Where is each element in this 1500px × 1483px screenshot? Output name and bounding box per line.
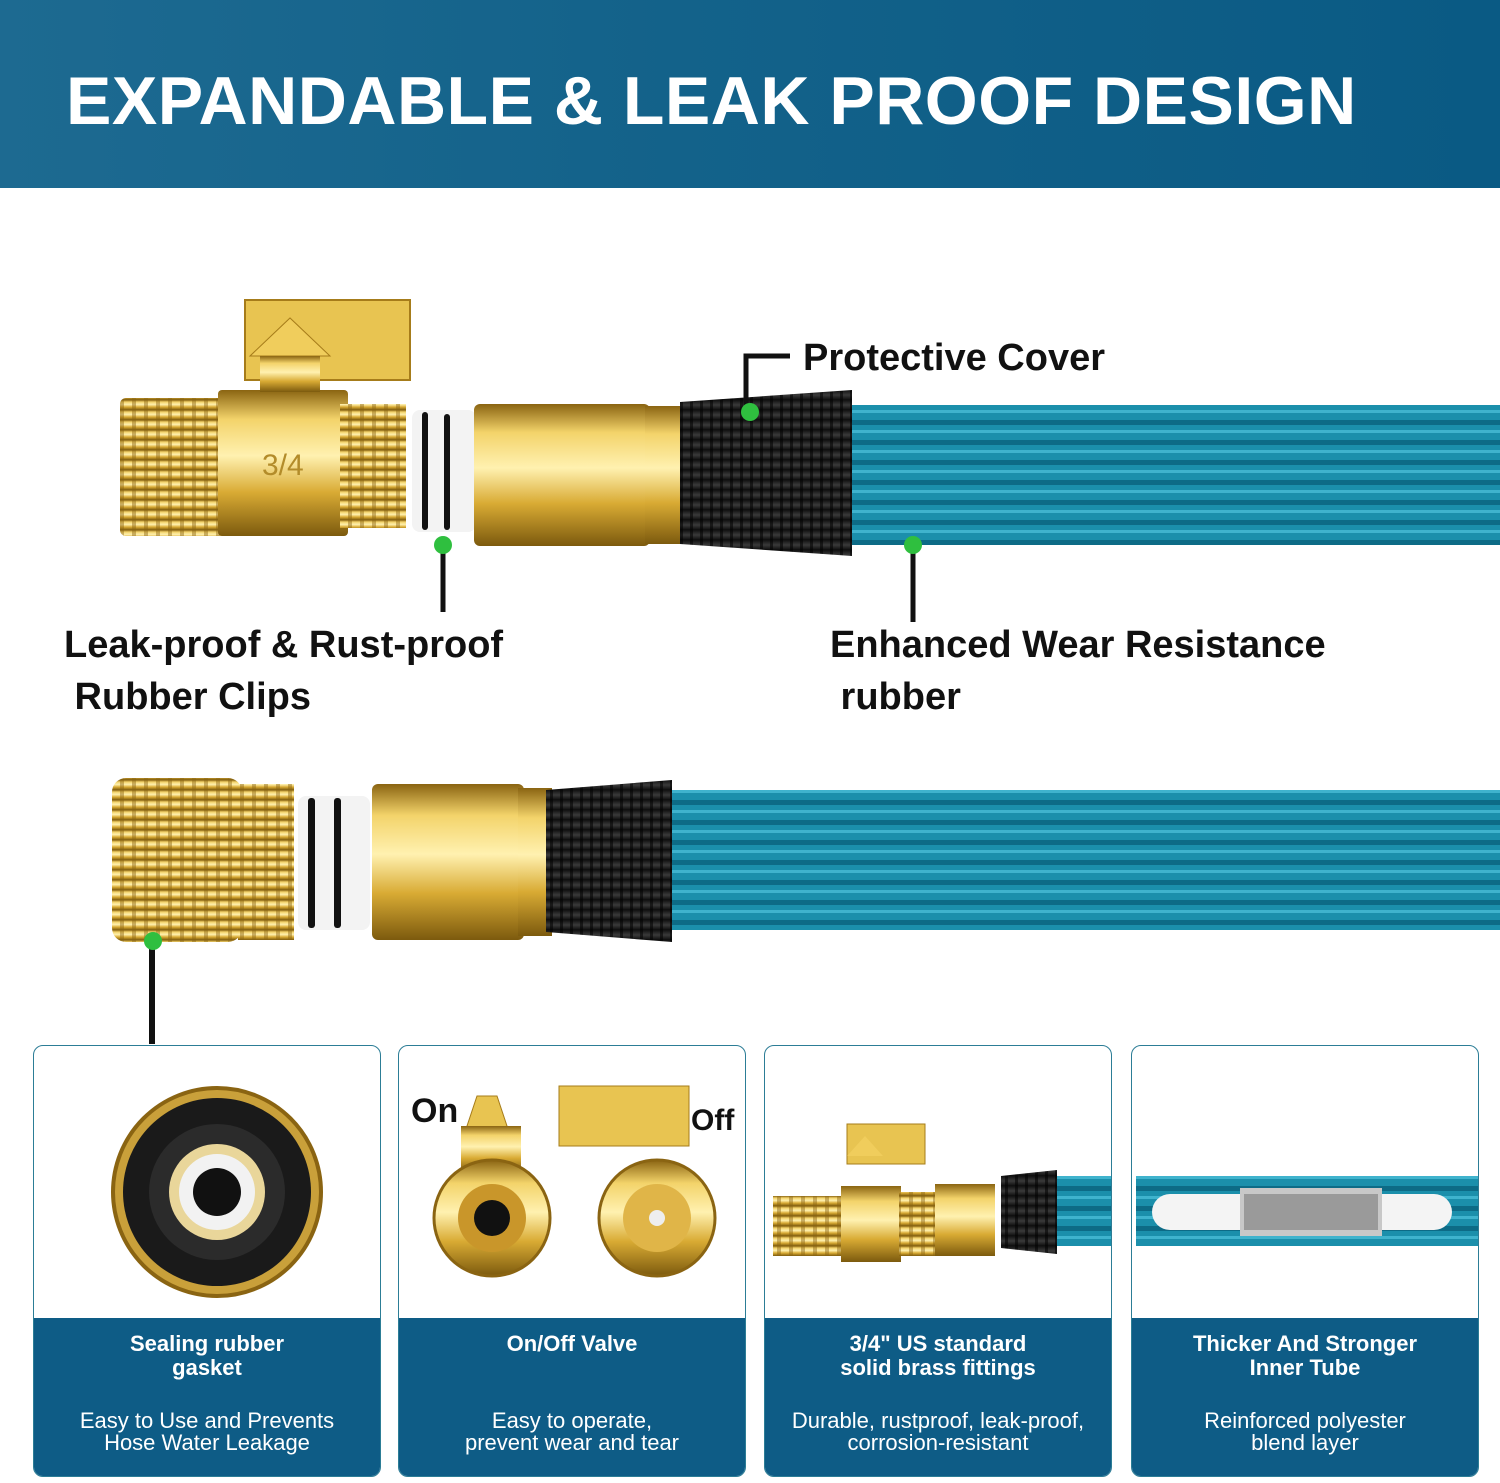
feature-footer: Sealing rubber gasket Easy to Use and Pr… xyxy=(34,1318,380,1476)
size-marking: 3/4 xyxy=(262,449,304,482)
feature-title: 3/4" US standard solid brass fittings xyxy=(840,1331,1036,1380)
o-ring xyxy=(308,798,315,928)
lower-hose xyxy=(112,778,1500,1044)
feature-title: Thicker And Stronger Inner Tube xyxy=(1192,1331,1418,1380)
o-ring xyxy=(334,798,341,928)
protective-cover xyxy=(680,390,852,556)
callout-dot xyxy=(904,536,922,554)
female-nut xyxy=(112,778,242,942)
feature-cards: Sealing rubber gasket Easy to Use and Pr… xyxy=(0,1045,1500,1483)
brass-coupling xyxy=(474,404,650,546)
off-label: Off xyxy=(691,1104,735,1137)
on-label: On xyxy=(411,1092,459,1130)
feature-card-inner-tube: Thicker And Stronger Inner Tube Reinforc… xyxy=(1131,1045,1479,1477)
callout-dot xyxy=(144,932,162,950)
callout-dot xyxy=(741,403,759,421)
feature-footer: 3/4" US standard solid brass fittings Du… xyxy=(765,1318,1111,1476)
female-thread xyxy=(238,784,294,940)
header-banner: EXPANDABLE & LEAK PROOF DESIGN xyxy=(0,0,1500,188)
brass-coupling xyxy=(372,784,524,940)
callout-protective-cover: Protective Cover xyxy=(803,337,1106,379)
gasket-icon xyxy=(34,1046,380,1318)
leader-line xyxy=(743,353,790,412)
callout-wear-resistance: Enhanced Wear Resistance rubber xyxy=(830,624,1326,718)
feature-title: Sealing rubber gasket xyxy=(129,1331,285,1380)
feature-footer: Thicker And Stronger Inner Tube Reinforc… xyxy=(1132,1318,1478,1476)
valve-icon: On Off xyxy=(399,1046,745,1318)
feature-card-valve: On Off On/Off Valve Easy to operate, pre… xyxy=(398,1045,746,1477)
feature-footer: On/Off Valve Easy to operate, prevent we… xyxy=(399,1318,745,1476)
feature-description: Easy to Use and Prevents Hose Water Leak… xyxy=(79,1408,335,1455)
feature-card-fittings: 3/4" US standard solid brass fittings Du… xyxy=(764,1045,1112,1477)
valve-body xyxy=(218,390,348,536)
protective-cover xyxy=(546,780,672,942)
brass-fitting-icon xyxy=(765,1046,1111,1318)
feature-description: Easy to operate, prevent wear and tear xyxy=(464,1408,680,1455)
callout-dot xyxy=(434,536,452,554)
inner-tube-icon xyxy=(1132,1046,1478,1318)
hose-body xyxy=(850,405,1500,545)
page-title: EXPANDABLE & LEAK PROOF DESIGN xyxy=(66,63,1357,139)
feature-description: Durable, rustproof, leak-proof, corrosio… xyxy=(791,1408,1085,1455)
male-thread xyxy=(120,398,230,536)
upper-hose: 3/4 xyxy=(120,299,1500,622)
feature-description: Reinforced polyester blend layer xyxy=(1204,1408,1406,1455)
hose-diagram: 3/4 xyxy=(112,299,1500,1044)
o-ring xyxy=(422,412,428,530)
hose-body xyxy=(670,790,1500,930)
feature-card-gasket: Sealing rubber gasket Easy to Use and Pr… xyxy=(33,1045,381,1477)
product-illustration: 3/4 xyxy=(0,188,1500,1048)
feature-title: On/Off Valve xyxy=(506,1331,638,1356)
callout-leak-proof: Leak-proof & Rust-proof Rubber Clips xyxy=(64,624,504,718)
o-ring xyxy=(444,414,450,530)
valve-thread xyxy=(340,404,406,528)
